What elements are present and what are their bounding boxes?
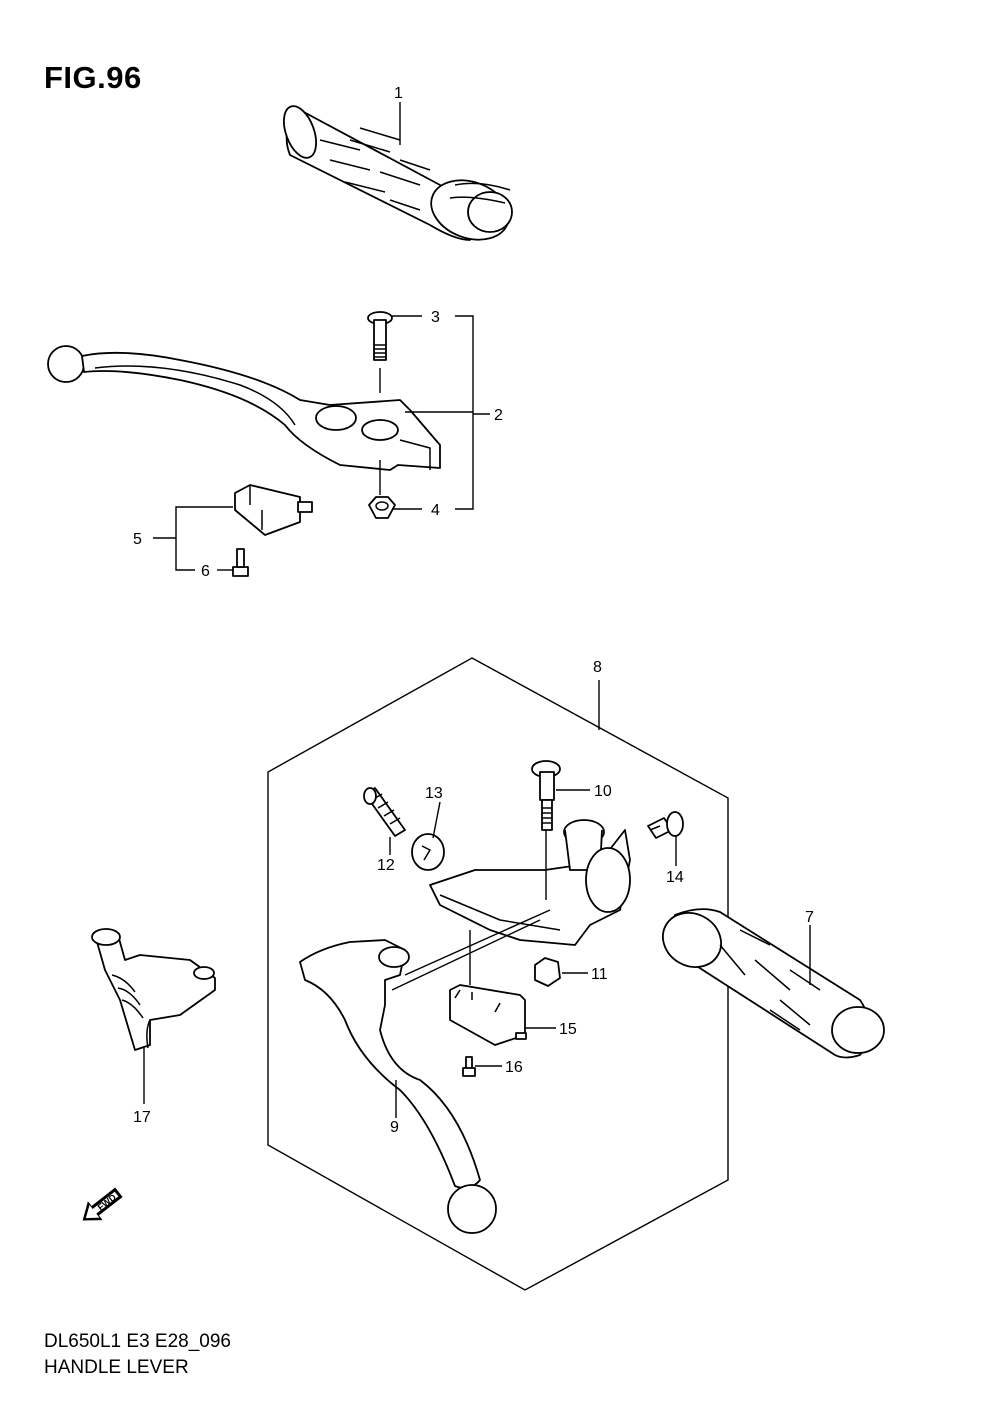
callout-12: 12	[377, 857, 395, 874]
callout-15: 15	[559, 1021, 577, 1038]
pivot-bolt-part[interactable]	[367, 311, 393, 361]
left-grip-part[interactable]	[653, 902, 885, 1059]
callout-16: 16	[505, 1059, 523, 1076]
clutch-lever-holder-part[interactable]	[429, 819, 631, 946]
clutch-switch-part[interactable]	[449, 984, 527, 1046]
lever-nut-part[interactable]	[534, 957, 561, 987]
leader-lines	[143, 102, 811, 1118]
clutch-switch-screw-part[interactable]	[462, 1056, 476, 1077]
callout-5: 5	[133, 531, 142, 548]
callout-6: 6	[201, 563, 210, 580]
callout-1: 1	[394, 85, 403, 102]
clutch-lever-part[interactable]	[299, 939, 497, 1234]
callout-10: 10	[594, 783, 612, 800]
switch-screw-part[interactable]	[232, 548, 249, 577]
fwd-arrow-icon: FWD	[82, 1187, 123, 1221]
callout-2: 2	[494, 407, 503, 424]
throttle-housing-part[interactable]	[91, 928, 216, 1051]
callout-14: 14	[666, 869, 684, 886]
cable-adjuster-part[interactable]	[363, 787, 406, 837]
lever-bolt-part[interactable]	[531, 760, 561, 831]
callout-9: 9	[390, 1119, 399, 1136]
figure-name: HANDLE LEVER	[44, 1357, 189, 1378]
callout-7: 7	[805, 909, 814, 926]
front-brake-switch-part[interactable]	[234, 484, 313, 536]
callout-11: 11	[591, 966, 608, 983]
holder-bolt-part[interactable]	[647, 811, 684, 839]
adjuster-washer-part[interactable]	[411, 833, 445, 871]
callout-3: 3	[431, 309, 440, 326]
throttle-grip-part[interactable]	[278, 102, 518, 250]
model-code: DL650L1 E3 E28_096	[44, 1331, 231, 1352]
callout-17: 17	[133, 1109, 151, 1126]
clutch-assembly-boundary	[267, 657, 729, 1291]
callouts: 1 2 3 4 5 6 7 8 9 10 11 12 13 14 15 16 1…	[133, 85, 814, 1136]
callout-4: 4	[431, 502, 440, 519]
brake-lever-part[interactable]	[47, 345, 441, 471]
figure-title: FIG.96	[44, 60, 142, 95]
callout-8: 8	[593, 659, 602, 676]
nut-part[interactable]	[368, 496, 396, 519]
callout-13: 13	[425, 785, 443, 802]
